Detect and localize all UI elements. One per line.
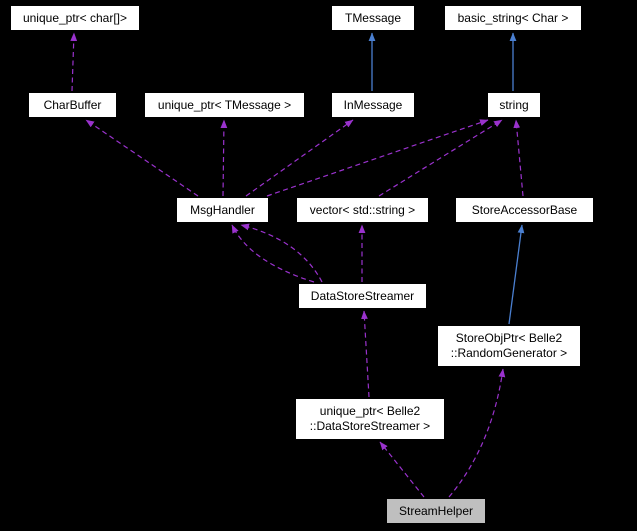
edge-msghandler-to-inmessage bbox=[245, 119, 354, 197]
node-storeobjptr-randomgenerator[interactable]: StoreObjPtr< Belle2 ::RandomGenerator > bbox=[437, 325, 581, 367]
edge-vector-string-to-string bbox=[378, 119, 503, 197]
node-string[interactable]: string bbox=[487, 92, 541, 118]
node-inmessage[interactable]: InMessage bbox=[331, 92, 415, 118]
node-msghandler[interactable]: MsgHandler bbox=[176, 197, 269, 223]
edge-streamhelper-to-storeobjptr bbox=[448, 368, 506, 498]
edge-charbuffer-to-unique-ptr-char bbox=[70, 32, 78, 92]
node-charbuffer[interactable]: CharBuffer bbox=[28, 92, 117, 118]
edge-streamhelper-to-unique-ptr-dss bbox=[379, 441, 425, 498]
node-streamhelper: StreamHelper bbox=[386, 498, 486, 524]
node-unique-ptr-char-array[interactable]: unique_ptr< char[]> bbox=[10, 5, 140, 31]
edge-msghandler-to-string bbox=[266, 119, 489, 197]
node-vector-std-string[interactable]: vector< std::string > bbox=[296, 197, 429, 223]
node-datastorestreamer[interactable]: DataStoreStreamer bbox=[298, 283, 427, 309]
edge-datastorestreamer-to-msghandler-1 bbox=[231, 224, 315, 283]
node-unique-ptr-tmessage[interactable]: unique_ptr< TMessage > bbox=[144, 92, 305, 118]
node-tmessage[interactable]: TMessage bbox=[331, 5, 415, 31]
node-unique-ptr-datastorestreamer[interactable]: unique_ptr< Belle2 ::DataStoreStreamer > bbox=[295, 398, 445, 440]
edge-msghandler-to-charbuffer bbox=[85, 119, 199, 197]
edge-unique-ptr-dss-to-datastorestreamer bbox=[361, 310, 370, 398]
edge-datastorestreamer-to-msghandler-2 bbox=[240, 223, 323, 283]
edge-storeaccessorbase-to-string bbox=[513, 119, 524, 197]
node-storeaccessorbase[interactable]: StoreAccessorBase bbox=[455, 197, 594, 223]
node-basic-string-char[interactable]: basic_string< Char > bbox=[444, 5, 582, 31]
edge-msghandler-to-unique-ptr-tmessage bbox=[220, 119, 228, 197]
edge-storeobjptr-to-storeaccessorbase bbox=[508, 224, 525, 325]
